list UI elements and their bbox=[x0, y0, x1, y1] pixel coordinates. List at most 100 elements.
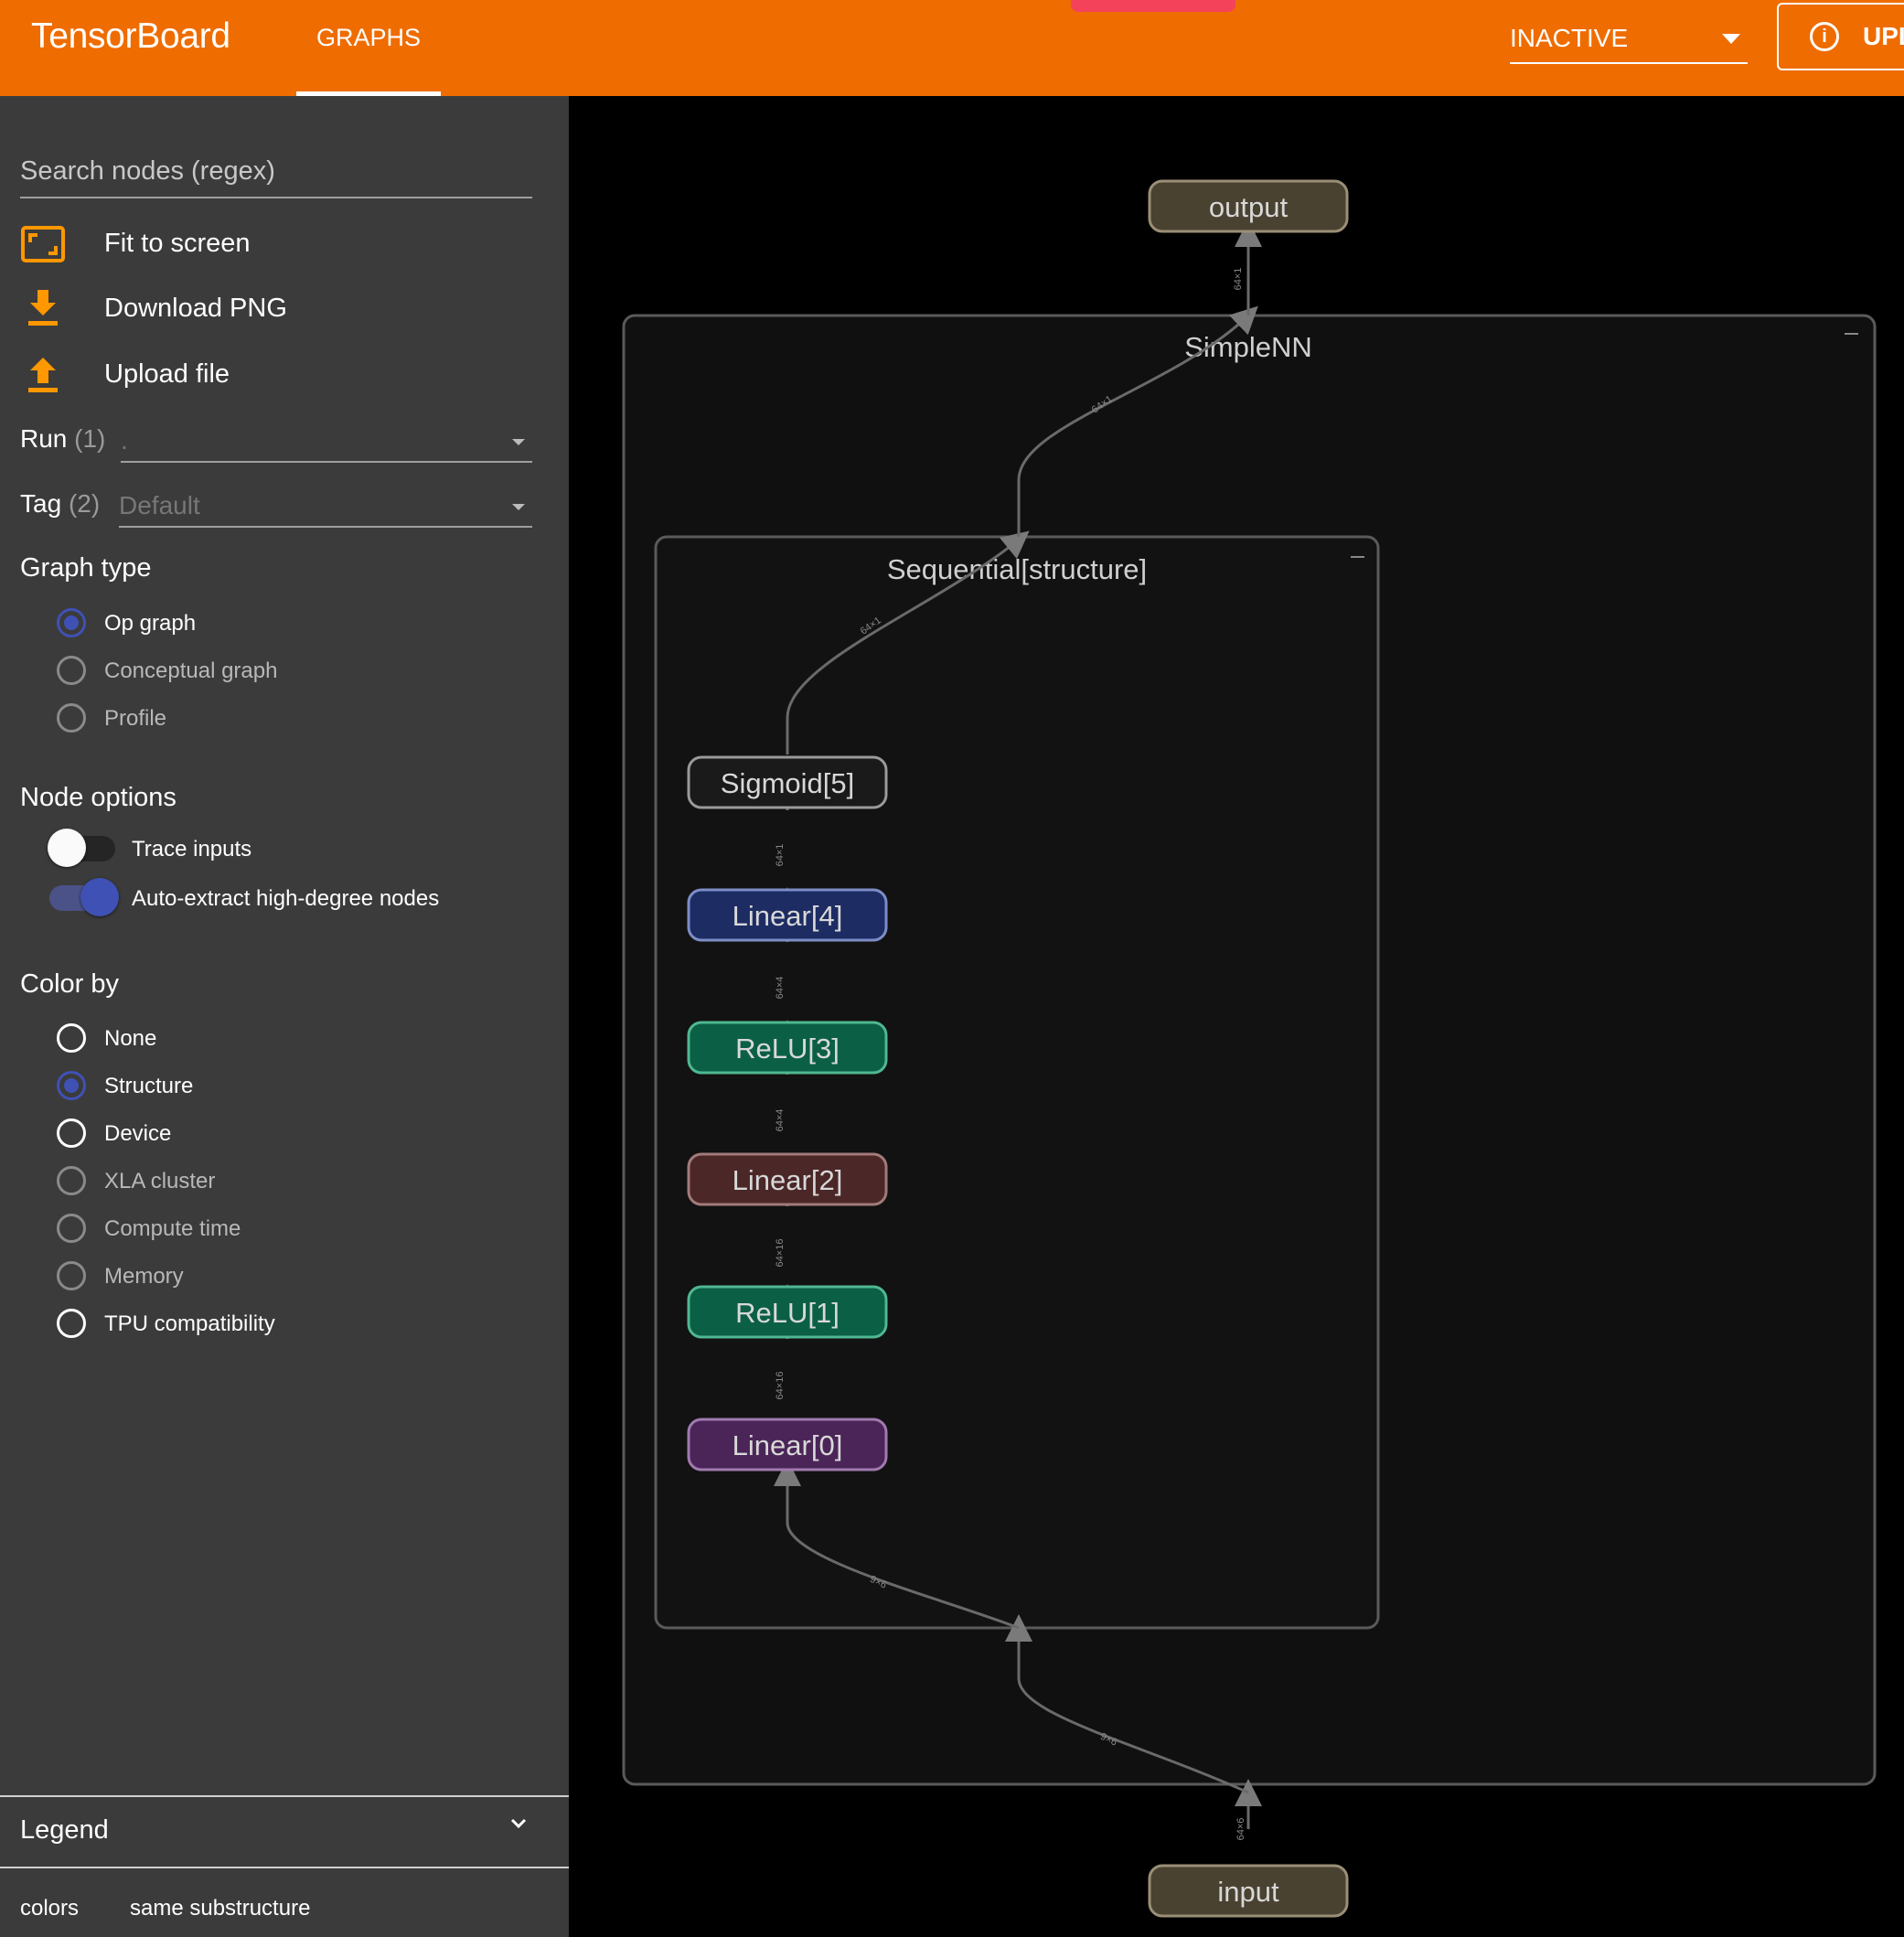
run-status-label: INACTIVE bbox=[1510, 24, 1629, 52]
legend-header[interactable]: Legend bbox=[0, 1795, 569, 1868]
notification-tab[interactable] bbox=[1071, 0, 1235, 12]
search-input[interactable] bbox=[20, 156, 532, 187]
edge-sequential-linear0 bbox=[774, 1459, 1020, 1630]
download-png-button[interactable]: Download PNG bbox=[20, 286, 532, 332]
radio-color-structure[interactable]: Structure bbox=[57, 1067, 514, 1104]
info-icon: i bbox=[1810, 22, 1839, 51]
auto-extract-toggle[interactable]: Auto-extract high-degree nodes bbox=[49, 878, 543, 918]
legend-colors-value: same substructure bbox=[130, 1896, 311, 1921]
radio-profile-label: Profile bbox=[104, 706, 167, 731]
tag-caret-icon bbox=[512, 504, 525, 510]
node-input-label: input bbox=[1217, 1876, 1279, 1908]
radio-color-device[interactable]: Device bbox=[57, 1115, 514, 1151]
node-relu1-label: ReLU[1] bbox=[735, 1297, 840, 1329]
simplenn-label: SimpleNN bbox=[1184, 331, 1312, 363]
tab-graphs[interactable]: GRAPHS bbox=[296, 0, 441, 96]
upload-icon bbox=[28, 358, 58, 392]
radio-color-none-label: None bbox=[104, 1026, 157, 1051]
edge-label: 64×4 bbox=[775, 1109, 786, 1132]
toggle-knob bbox=[48, 829, 86, 867]
radio-color-xla-cluster-label: XLA cluster bbox=[104, 1169, 216, 1193]
download-png-label: Download PNG bbox=[104, 294, 287, 323]
node-linear4[interactable]: Linear[4] bbox=[687, 888, 888, 942]
toggle-knob bbox=[80, 878, 119, 916]
edge-label: 64×1 bbox=[1233, 268, 1244, 291]
radio-color-memory[interactable]: Memory bbox=[57, 1257, 514, 1294]
node-sigmoid5-label: Sigmoid[5] bbox=[721, 767, 854, 799]
run-status-dropdown[interactable]: INACTIVE bbox=[1510, 16, 1748, 64]
radio-color-structure-label: Structure bbox=[104, 1074, 194, 1098]
radio-color-tpu-compatibility[interactable]: TPU compatibility bbox=[57, 1305, 514, 1342]
run-label-text: Run bbox=[20, 424, 68, 453]
legend-title: Legend bbox=[20, 1815, 109, 1845]
radio-color-xla-cluster-circle bbox=[57, 1166, 86, 1195]
color-by-heading: Color by bbox=[20, 969, 119, 999]
radio-op-graph[interactable]: Op graph bbox=[57, 605, 514, 641]
fit-to-screen-button[interactable]: Fit to screen bbox=[20, 221, 532, 267]
edge-sequential-simplenn bbox=[1017, 305, 1258, 537]
sequential-label: Sequential[structure] bbox=[887, 553, 1147, 585]
radio-color-structure-circle bbox=[57, 1071, 86, 1100]
radio-color-compute-time[interactable]: Compute time bbox=[57, 1210, 514, 1247]
run-label: Run (1) bbox=[20, 424, 105, 454]
radio-color-compute-time-circle bbox=[57, 1214, 86, 1243]
chevron-down-icon bbox=[510, 1818, 527, 1829]
radio-conceptual-graph[interactable]: Conceptual graph bbox=[57, 652, 514, 689]
radio-conceptual-graph-circle bbox=[57, 656, 86, 685]
legend-colors-label: colors bbox=[20, 1896, 80, 1921]
run-select[interactable]: . bbox=[121, 419, 532, 463]
tag-label-text: Tag bbox=[20, 489, 62, 518]
sidebar: Fit to screen Download PNG Upload file R… bbox=[0, 96, 569, 1937]
radio-color-tpu-compatibility-circle bbox=[57, 1309, 86, 1338]
graph-canvas[interactable]: SimpleNN Sequential[structure] 64×1 64×1… bbox=[569, 96, 1904, 1937]
node-linear2[interactable]: Linear[2] bbox=[687, 1152, 888, 1206]
tag-select-value: Default bbox=[119, 491, 200, 519]
upload-file-label: Upload file bbox=[104, 359, 230, 389]
node-input[interactable]: input bbox=[1148, 1864, 1349, 1918]
run-count: (1) bbox=[74, 424, 106, 453]
graph-type-heading: Graph type bbox=[20, 553, 152, 583]
radio-op-graph-label: Op graph bbox=[104, 611, 197, 636]
app-title: TensorBoard bbox=[31, 16, 230, 56]
active-tab-indicator bbox=[296, 91, 441, 96]
edge-label: 64×1 bbox=[775, 844, 786, 867]
node-linear4-label: Linear[4] bbox=[733, 900, 843, 932]
node-output[interactable]: output bbox=[1148, 179, 1349, 233]
tag-count: (2) bbox=[68, 489, 101, 518]
run-select-value: . bbox=[121, 426, 128, 455]
node-sigmoid5[interactable]: Sigmoid[5] bbox=[687, 755, 888, 809]
radio-color-device-label: Device bbox=[104, 1121, 172, 1146]
fit-to-screen-label: Fit to screen bbox=[104, 229, 251, 258]
upload-file-button[interactable]: Upload file bbox=[20, 352, 532, 398]
tag-field: Tag (2) Default bbox=[20, 478, 532, 533]
trace-inputs-toggle[interactable]: Trace inputs bbox=[48, 829, 543, 869]
radio-conceptual-graph-label: Conceptual graph bbox=[104, 658, 278, 683]
node-relu1[interactable]: ReLU[1] bbox=[687, 1285, 888, 1339]
radio-color-tpu-compatibility-label: TPU compatibility bbox=[104, 1311, 275, 1336]
download-icon bbox=[28, 290, 58, 326]
radio-color-memory-label: Memory bbox=[104, 1264, 184, 1289]
radio-color-device-circle bbox=[57, 1118, 86, 1148]
edge-sigmoid5-sequential bbox=[786, 530, 1030, 754]
node-linear2-label: Linear[2] bbox=[733, 1164, 843, 1196]
edge-label: 64×6 bbox=[1235, 1818, 1246, 1841]
run-field: Run (1) . bbox=[20, 413, 532, 468]
fit-screen-icon bbox=[21, 226, 65, 262]
node-output-label: output bbox=[1209, 191, 1289, 223]
radio-color-none-circle bbox=[57, 1023, 86, 1053]
search-field[interactable] bbox=[20, 151, 532, 198]
node-relu3[interactable]: ReLU[3] bbox=[687, 1021, 888, 1075]
trace-inputs-label: Trace inputs bbox=[132, 837, 252, 861]
dropdown-caret-icon bbox=[1722, 34, 1740, 44]
radio-color-memory-circle bbox=[57, 1261, 86, 1290]
radio-color-xla-cluster[interactable]: XLA cluster bbox=[57, 1162, 514, 1199]
radio-color-none[interactable]: None bbox=[57, 1020, 514, 1056]
edge-label: 64×16 bbox=[775, 1239, 786, 1268]
top-bar: TensorBoard GRAPHS INACTIVE i UPL bbox=[0, 0, 1904, 96]
node-linear0[interactable]: Linear[0] bbox=[687, 1418, 888, 1471]
tag-select[interactable]: Default bbox=[119, 484, 532, 528]
radio-profile[interactable]: Profile bbox=[57, 700, 514, 736]
upload-button[interactable]: i UPL bbox=[1777, 3, 1904, 70]
auto-extract-label: Auto-extract high-degree nodes bbox=[132, 886, 440, 911]
tag-label: Tag (2) bbox=[20, 489, 100, 519]
